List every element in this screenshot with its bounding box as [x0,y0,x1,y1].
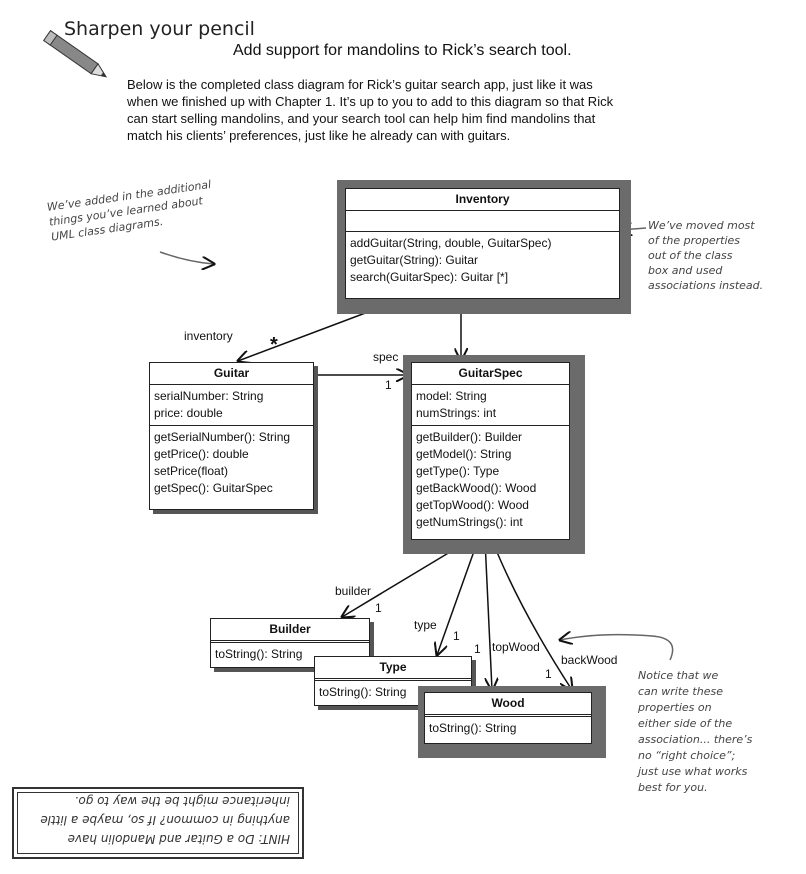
note-line: box and used [648,264,723,277]
pencil-icon [36,22,116,92]
class-methods: toString(): String [425,717,591,740]
attribute: numStrings: int [416,406,497,420]
assoc-label-topwood: topWood [492,640,540,654]
attribute: serialNumber: String [154,389,264,403]
method: getType(): Type [416,464,500,478]
note-right: We’ve moved most of the properties out o… [648,218,763,293]
assoc-mult-topwood: 1 [474,642,481,656]
note-line: properties on [638,701,712,714]
brand-title: Sharpen your pencil [64,18,255,40]
guitarspec-type-line [437,539,479,655]
assoc-label-spec: spec [373,350,399,364]
intro-line: Below is the completed class diagram for… [127,77,593,92]
note-bottom-arrow [560,635,674,661]
note-bottom: Notice that we can write these propertie… [638,668,752,796]
method: getModel(): String [416,447,512,461]
method: setPrice(float) [154,464,229,478]
note-line: no “right choice”; [638,749,736,762]
class-name: Builder [211,619,369,643]
inventory-guitar-line [238,311,369,361]
class-attributes: model: String numStrings: int [412,385,569,426]
wood-class: Wood toString(): String [424,692,592,744]
assoc-mult-inventory: * [270,334,278,356]
method: getGuitar(String): Guitar [350,253,479,267]
guitarspec-backwood-line [491,539,572,690]
note-line: association... there’s [638,733,753,746]
class-methods: toString(): String [315,681,471,704]
method: toString(): String [319,685,407,699]
assoc-mult-backwood: 1 [545,667,552,681]
note-line: associations instead. [648,279,764,292]
class-methods: getBuilder(): Builder getModel(): String… [412,426,569,534]
method: getPrice(): double [154,447,249,461]
method: getBuilder(): Builder [416,430,523,444]
intro-line: when we finished up with Chapter 1. It’s… [127,94,614,109]
guitarspec-topwood-line [484,539,492,690]
class-name: Inventory [346,189,619,211]
note-left-arrow [159,251,214,264]
assoc-mult-builder: 1 [375,601,382,615]
method: toString(): String [215,647,303,661]
intro-line: match his clients’ preferences, just lik… [127,128,511,143]
method: getSerialNumber(): String [154,430,291,444]
attribute: model: String [416,389,487,403]
method: addGuitar(String, double, GuitarSpec) [350,236,552,250]
assoc-label-backwood: backWood [561,653,618,667]
hint-box: HINT: Do a Guitar and Mandolin have anyt… [12,787,304,859]
note-line: We’ve moved most [648,219,755,232]
class-name: Wood [425,693,591,717]
assoc-label-inventory: inventory [184,329,233,343]
method: getTopWood(): Wood [416,498,529,512]
method: search(GuitarSpec): Guitar [*] [350,270,509,284]
assoc-label-builder: builder [335,584,372,598]
assoc-label-type: type [414,618,437,632]
note-line: out of the class [648,249,733,262]
method: getSpec(): GuitarSpec [154,481,273,495]
class-methods: toString(): String [211,643,369,666]
note-line: best for you. [638,781,708,794]
guitarspec-class: GuitarSpec model: String numStrings: int… [411,362,570,540]
class-methods: addGuitar(String, double, GuitarSpec) ge… [346,232,619,289]
class-name: GuitarSpec [412,363,569,385]
class-name: Guitar [150,363,313,385]
class-attributes: serialNumber: String price: double [150,385,313,426]
assoc-mult-spec: 1 [385,378,392,392]
method: toString(): String [429,721,517,735]
method: getNumStrings(): int [416,515,523,529]
note-line: Notice that we [638,669,719,682]
note-line: of the properties [648,234,741,247]
page-title: Add support for mandolins to Rick’s sear… [233,42,572,59]
intro-line: can start selling mandolins, and your se… [127,111,596,126]
guitar-class: Guitar serialNumber: String price: doubl… [149,362,314,510]
note-line: just use what works [638,765,748,778]
type-class: Type toString(): String [314,656,472,706]
attribute: price: double [154,406,223,420]
note-line: can write these [638,685,723,698]
class-methods: getSerialNumber(): String getPrice(): do… [150,426,313,500]
class-attributes [346,211,619,232]
class-name: Type [315,657,471,681]
note-line: either side of the [638,717,733,730]
inventory-class: Inventory addGuitar(String, double, Guit… [345,188,620,299]
assoc-mult-type: 1 [453,629,460,643]
method: getBackWood(): Wood [416,481,537,495]
intro-text: Below is the completed class diagram for… [127,76,613,144]
